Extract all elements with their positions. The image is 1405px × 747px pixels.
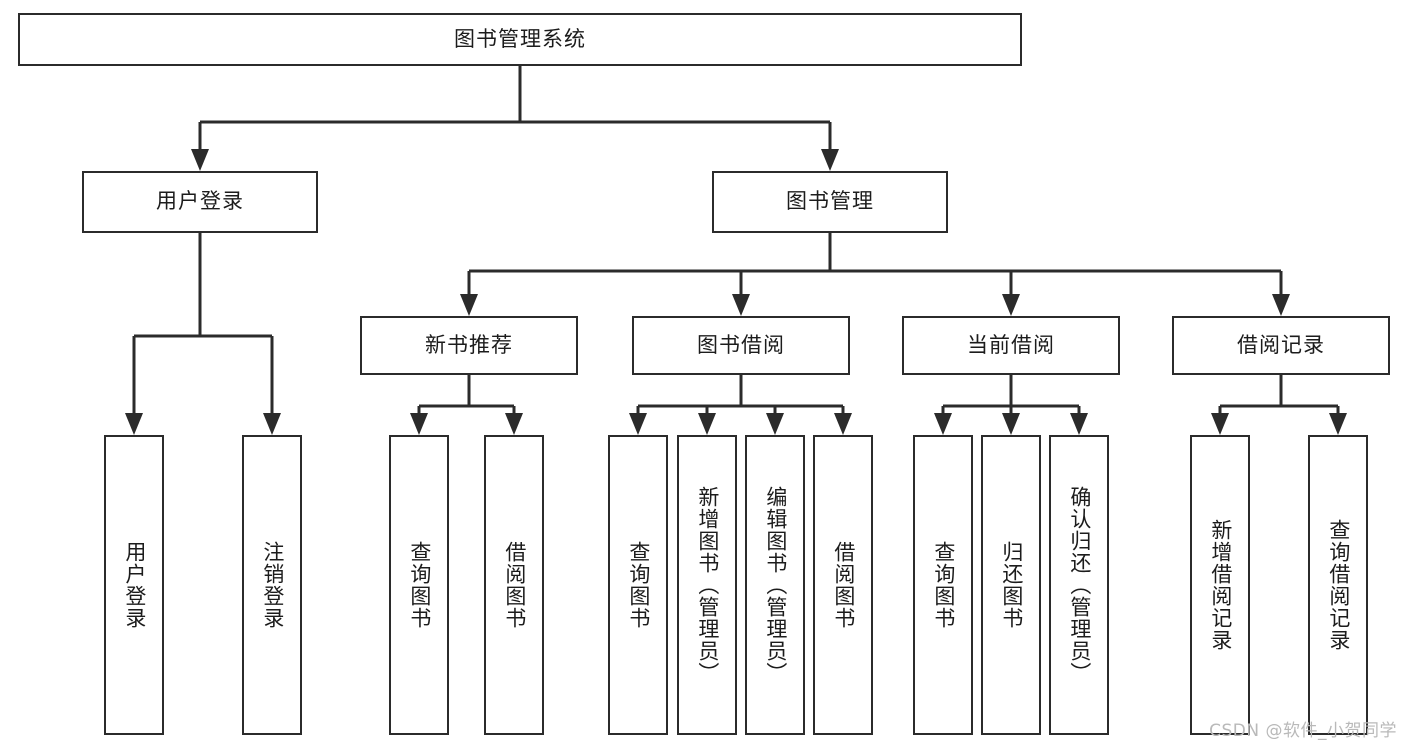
arrow-head-b1 bbox=[629, 413, 647, 435]
node-box-b2[interactable]: 新增图书（管理员） bbox=[677, 435, 737, 735]
node-box-c3[interactable]: 确认归还（管理员） bbox=[1049, 435, 1109, 735]
arrow-head-l1 bbox=[125, 413, 143, 435]
node-box-login[interactable]: 用户登录 bbox=[82, 171, 318, 233]
arrow-head-n2 bbox=[505, 413, 523, 435]
node-label-current: 当前借阅 bbox=[967, 332, 1055, 357]
node-label-records: 借阅记录 bbox=[1237, 332, 1325, 357]
node-label-r1: 新增借阅记录 bbox=[1208, 519, 1233, 651]
node-box-n2[interactable]: 借阅图书 bbox=[484, 435, 544, 735]
node-box-current[interactable]: 当前借阅 bbox=[902, 316, 1120, 375]
node-box-bookmgmt[interactable]: 图书管理 bbox=[712, 171, 948, 233]
node-box-r1[interactable]: 新增借阅记录 bbox=[1190, 435, 1250, 735]
node-label-login: 用户登录 bbox=[156, 189, 244, 214]
arrow-head-b2 bbox=[698, 413, 716, 435]
node-label-c3: 确认归还（管理员） bbox=[1067, 486, 1092, 684]
arrow-head-current bbox=[1002, 294, 1020, 316]
node-label-root: 图书管理系统 bbox=[454, 26, 586, 51]
watermark-label: CSDN @软件_小贺同学 bbox=[1209, 721, 1397, 741]
node-label-n2: 借阅图书 bbox=[502, 541, 527, 629]
node-label-l2: 注销登录 bbox=[260, 541, 285, 629]
arrow-head-r1 bbox=[1211, 413, 1229, 435]
node-box-c2[interactable]: 归还图书 bbox=[981, 435, 1041, 735]
arrow-head-login bbox=[191, 149, 209, 171]
node-box-b1[interactable]: 查询图书 bbox=[608, 435, 668, 735]
node-label-bookmgmt: 图书管理 bbox=[786, 189, 874, 214]
node-label-c2: 归还图书 bbox=[999, 541, 1024, 629]
node-box-borrow[interactable]: 图书借阅 bbox=[632, 316, 850, 375]
arrow-head-b4 bbox=[834, 413, 852, 435]
node-label-b3: 编辑图书（管理员） bbox=[763, 486, 788, 684]
node-label-r2: 查询借阅记录 bbox=[1326, 519, 1351, 651]
node-label-n1: 查询图书 bbox=[407, 541, 432, 629]
node-box-l1[interactable]: 用户登录 bbox=[104, 435, 164, 735]
arrow-head-bookmgmt bbox=[821, 149, 839, 171]
arrow-head-l2 bbox=[263, 413, 281, 435]
arrow-head-borrow bbox=[732, 294, 750, 316]
node-box-records[interactable]: 借阅记录 bbox=[1172, 316, 1390, 375]
arrow-head-r2 bbox=[1329, 413, 1347, 435]
node-label-b4: 借阅图书 bbox=[831, 541, 856, 629]
node-box-r2[interactable]: 查询借阅记录 bbox=[1308, 435, 1368, 735]
arrow-head-b3 bbox=[766, 413, 784, 435]
arrow-head-c3 bbox=[1070, 413, 1088, 435]
node-box-c1[interactable]: 查询图书 bbox=[913, 435, 973, 735]
node-label-borrow: 图书借阅 bbox=[697, 332, 785, 357]
arrow-head-newbook bbox=[460, 294, 478, 316]
arrow-head-records bbox=[1272, 294, 1290, 316]
node-box-l2[interactable]: 注销登录 bbox=[242, 435, 302, 735]
node-box-n1[interactable]: 查询图书 bbox=[389, 435, 449, 735]
node-box-b3[interactable]: 编辑图书（管理员） bbox=[745, 435, 805, 735]
node-box-root[interactable]: 图书管理系统 bbox=[18, 13, 1022, 66]
node-label-newbook: 新书推荐 bbox=[425, 332, 513, 357]
node-label-c1: 查询图书 bbox=[931, 541, 956, 629]
arrow-head-c1 bbox=[934, 413, 952, 435]
arrow-head-c2 bbox=[1002, 413, 1020, 435]
node-label-b1: 查询图书 bbox=[626, 541, 651, 629]
node-label-b2: 新增图书（管理员） bbox=[695, 486, 720, 684]
node-box-newbook[interactable]: 新书推荐 bbox=[360, 316, 578, 375]
node-box-b4[interactable]: 借阅图书 bbox=[813, 435, 873, 735]
arrow-head-n1 bbox=[410, 413, 428, 435]
node-label-l1: 用户登录 bbox=[122, 541, 147, 629]
